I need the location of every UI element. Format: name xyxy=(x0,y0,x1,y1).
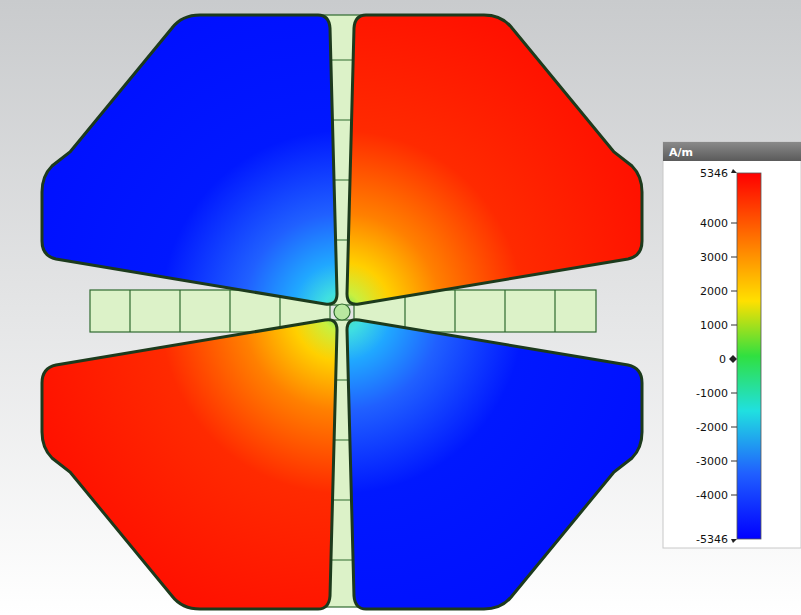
scale-tick-label: 5346 xyxy=(668,167,728,180)
scale-tick-label: -2000 xyxy=(668,421,728,434)
scale-tick-label: -4000 xyxy=(668,489,728,502)
scale-tick-label: 1000 xyxy=(668,319,728,332)
unit-label: A/m xyxy=(669,146,729,159)
color-scale xyxy=(663,142,801,548)
scale-tick-label: 3000 xyxy=(668,251,728,264)
scale-tick-label: -1000 xyxy=(668,387,728,400)
scale-tick-label: -3000 xyxy=(668,455,728,468)
scale-tick-label: 4000 xyxy=(668,217,728,230)
vane-lobes xyxy=(42,15,642,609)
scale-tick-label: 0 xyxy=(668,353,726,366)
scale-tick-label: 2000 xyxy=(668,285,728,298)
scale-tick-label: -5346 xyxy=(668,533,728,546)
